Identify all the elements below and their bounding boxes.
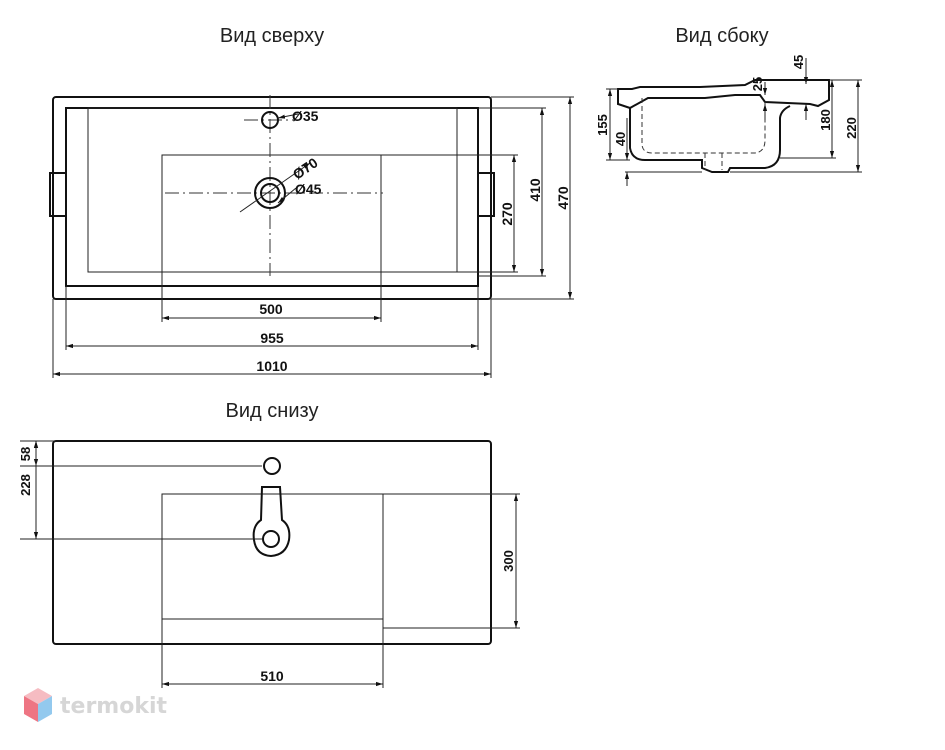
dim-side-45: 45 [791,55,806,69]
dim-side-155: 155 [595,114,610,136]
side-basin-hidden [641,98,766,154]
side-basin-outline [629,105,791,173]
top-outer-outline [52,96,492,300]
faucet-hole [261,111,279,129]
dim-bottom-58: 58 [18,447,33,461]
dim-955: 955 [260,330,284,346]
side-view-title: Вид сбоку [675,25,768,47]
dim-hole-35: Ø35 [292,108,319,124]
top-left-clip [49,172,67,217]
dim-470: 470 [555,186,571,210]
bottom-drain-hole [262,530,280,548]
dim-bottom-300: 300 [501,550,516,572]
dim-side-40: 40 [613,132,628,146]
dim-side-25: 25 [750,77,765,91]
dim-bottom-228: 228 [18,474,33,496]
drain-hole-inner [260,183,280,203]
dim-500: 500 [259,301,283,317]
dim-bottom-510: 510 [260,668,284,684]
bottom-bowl-outline [161,493,384,620]
dim-side-180: 180 [818,109,833,131]
logo-text: termokit [60,694,167,719]
top-view-title: Вид сверху [220,25,324,47]
dim-1010: 1010 [256,358,287,374]
dim-410: 410 [527,178,543,202]
termokit-logo: termokit [24,688,167,722]
bottom-faucet-hole [263,457,281,475]
top-bowl-outline [161,154,382,273]
logo-cube-right [38,696,52,722]
top-basin-outline [87,107,458,273]
bottom-view: Вид снизу 58 228 300 510 [18,400,520,688]
top-right-clip [477,172,495,217]
top-rim-outline [65,107,479,287]
logo-cube-left [24,696,38,722]
bottom-drain-neck [252,486,291,558]
dim-270: 270 [499,202,515,226]
bottom-outline [52,440,492,645]
dim-hole-70: Ø70 [290,154,321,182]
dim-hole-45: Ø45 [295,181,322,197]
side-view: Вид сбоку 45 25 155 40 180 220 [595,25,862,186]
dim-side-220: 220 [844,117,859,139]
drain-hole-outer [254,177,286,209]
top-view: Вид сверху Ø35 Ø70 Ø45 500 955 101 [49,25,574,378]
bottom-view-title: Вид снизу [226,400,319,422]
side-profile-outline [617,79,830,110]
